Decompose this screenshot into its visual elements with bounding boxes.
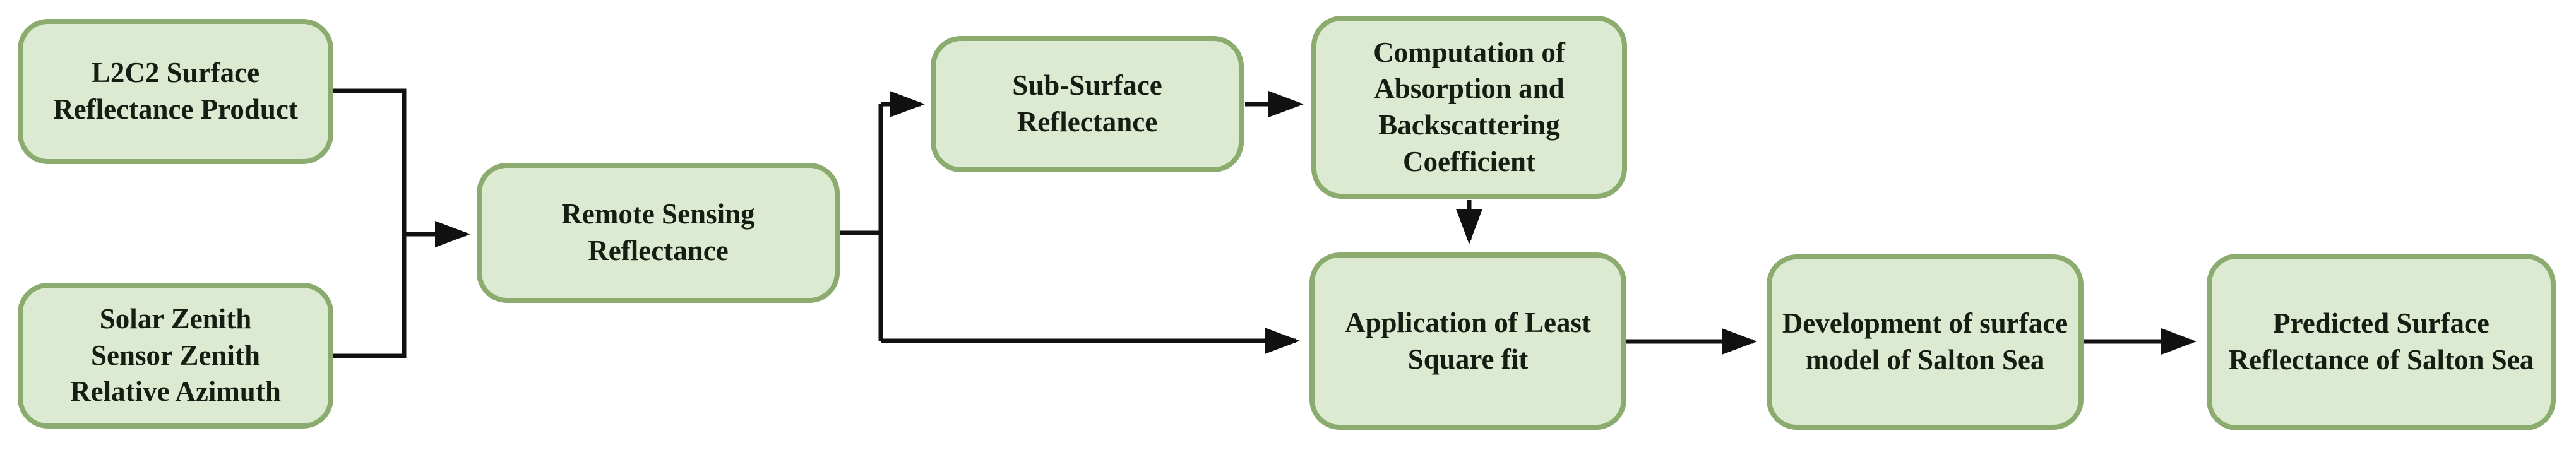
connector-remote-sensing-branch xyxy=(840,104,883,341)
node-label: Computation of Absorption and Backscatte… xyxy=(1373,36,1565,177)
node-predicted-surface-reflectance-of-salton-sea: Predicted Surface Reflectance of Salton … xyxy=(2207,254,2556,430)
node-computation-absorption-backscattering-coefficient: Computation of Absorption and Backscatte… xyxy=(1311,16,1627,199)
node-label: L2C2 Surface Reflectance Product xyxy=(53,57,298,125)
connector-l2c2-solar-merge xyxy=(333,88,407,358)
node-l2c2-surface-reflectance-product: L2C2 Surface Reflectance Product xyxy=(18,19,333,164)
node-application-of-least-square-fit: Application of Least Square fit xyxy=(1309,252,1626,430)
node-label: Sub-Surface Reflectance xyxy=(1012,69,1162,138)
node-development-of-surface-model-of-salton-sea: Development of surface model of Salton S… xyxy=(1767,254,2084,430)
node-label: Predicted Surface Reflectance of Salton … xyxy=(2228,307,2534,376)
node-label: Application of Least Square fit xyxy=(1344,306,1591,375)
node-solar-zenith-sensor-zenith-relative-azimuth: Solar Zenith Sensor Zenith Relative Azim… xyxy=(18,283,333,429)
node-sub-surface-reflectance: Sub-Surface Reflectance xyxy=(931,36,1244,172)
node-label: Development of surface model of Salton S… xyxy=(1782,307,2068,376)
node-remote-sensing-reflectance: Remote Sensing Reflectance xyxy=(477,163,840,303)
node-label: Solar Zenith Sensor Zenith Relative Azim… xyxy=(70,303,281,408)
node-label: Remote Sensing Reflectance xyxy=(561,198,755,266)
